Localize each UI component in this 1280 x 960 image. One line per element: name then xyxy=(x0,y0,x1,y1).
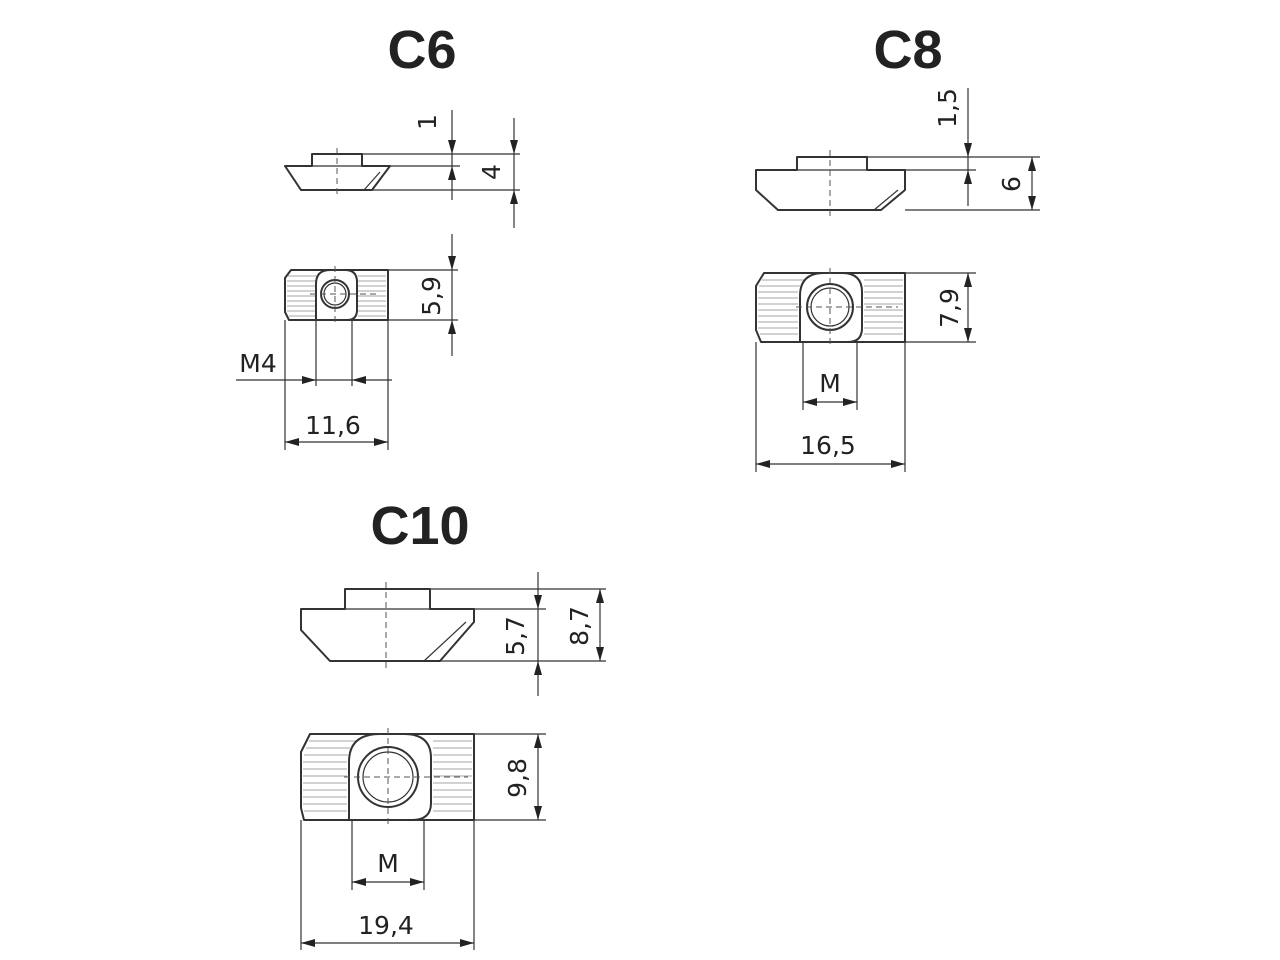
c8-top-view: 7,9 M 16,5 xyxy=(755,268,976,472)
c6-top-outline xyxy=(284,269,389,321)
c10-dim-body-label: 5,7 xyxy=(501,616,530,656)
c10-dim-thread-arrow-right xyxy=(410,878,424,886)
part-title-c6: C6 xyxy=(387,20,456,80)
c8-dim-thread-arrow-right xyxy=(843,398,857,406)
c8-side-view: 1,5 6 xyxy=(755,88,1040,216)
c8-dim-length-label: 16,5 xyxy=(800,431,856,460)
c10-dim-length-arrow-left xyxy=(301,939,315,947)
c6-dim-length-arrow-left xyxy=(285,438,299,446)
part-title-c10: C10 xyxy=(370,496,469,556)
c6-boss xyxy=(315,269,358,321)
c6-dim-height-arrow-top xyxy=(510,140,518,154)
part-title-c8: C8 xyxy=(873,20,942,80)
c8-dim-step-arrow-bottom xyxy=(964,170,972,184)
c8-dim-step-label: 1,5 xyxy=(933,88,962,128)
c10-top-view: 9,8 M 19,4 xyxy=(300,728,546,950)
c10-dim-body-arrow-bottom xyxy=(534,661,542,675)
c8-dim-thread-arrow-left xyxy=(803,398,817,406)
c8-dim-height-arrow-bottom xyxy=(1028,196,1036,210)
c6-dim-width-label: 5,9 xyxy=(417,276,446,316)
c10-dim-height-arrow-bottom xyxy=(596,647,604,661)
c6-dim-height-arrow-bottom xyxy=(510,190,518,204)
c6-dim-width-arrow-top xyxy=(448,256,456,270)
c8-dim-width-arrow-bottom xyxy=(964,328,972,342)
c8-knurl-left xyxy=(758,279,804,335)
c8-dim-height-label: 6 xyxy=(997,176,1026,192)
c8-dim-step-arrow-top xyxy=(964,143,972,157)
c8-dim-height-arrow-top xyxy=(1028,157,1036,171)
c10-chamfer-line xyxy=(423,621,467,662)
c6-dim-thread-arrow-right xyxy=(352,376,366,384)
c10-dim-length-arrow-right xyxy=(460,939,474,947)
c8-dim-thread-label: M xyxy=(819,369,841,398)
c6-knurl-left xyxy=(287,275,318,317)
part-c6: C6 1 4 xyxy=(236,20,520,450)
c8-chamfer-line xyxy=(873,189,899,211)
c6-dim-length-label: 11,6 xyxy=(305,411,361,440)
c6-top-view: 5,9 M4 11,6 xyxy=(236,234,458,450)
c8-boss xyxy=(799,272,863,343)
c6-dim-height-label: 4 xyxy=(477,164,506,180)
c10-dim-width-label: 9,8 xyxy=(503,758,532,798)
c6-dim-step-arrow-bottom xyxy=(448,166,456,180)
c6-dim-length-arrow-right xyxy=(374,438,388,446)
c8-dim-width-label: 7,9 xyxy=(935,288,964,328)
c10-dim-height-label: 8,7 xyxy=(565,606,594,646)
c10-dim-width-arrow-top xyxy=(534,734,542,748)
c6-dim-thread-label: M4 xyxy=(239,349,276,378)
c6-dim-step-label: 1 xyxy=(413,114,442,130)
c10-boss xyxy=(348,733,432,821)
c10-side-view: 5,7 8,7 xyxy=(300,572,606,696)
c6-dim-width-arrow-bottom xyxy=(448,320,456,334)
c10-dim-thread-arrow-left xyxy=(352,878,366,886)
c6-dim-thread-arrow-left xyxy=(302,376,316,384)
c8-dim-width-arrow-top xyxy=(964,273,972,287)
c10-knurl-right xyxy=(433,740,472,812)
part-c8: C8 1,5 6 xyxy=(755,20,1040,472)
c6-side-view: 1 4 xyxy=(284,110,520,228)
c8-dim-length-arrow-right xyxy=(891,460,905,468)
c10-dim-thread-label: M xyxy=(377,849,399,878)
c8-knurl-right xyxy=(864,279,903,335)
c10-dim-height-arrow-top xyxy=(596,589,604,603)
c10-dim-width-arrow-bottom xyxy=(534,806,542,820)
c10-knurl-left xyxy=(303,740,356,812)
c6-knurl-right xyxy=(358,275,386,317)
c6-chamfer-line xyxy=(363,171,381,191)
c10-dim-body-arrow-top xyxy=(534,595,542,609)
part-c10: C10 5,7 8,7 xyxy=(300,496,606,950)
c10-side-profile xyxy=(300,588,475,662)
c6-dim-step-arrow-top xyxy=(448,140,456,154)
c10-dim-length-label: 19,4 xyxy=(358,911,414,940)
c8-dim-length-arrow-left xyxy=(756,460,770,468)
